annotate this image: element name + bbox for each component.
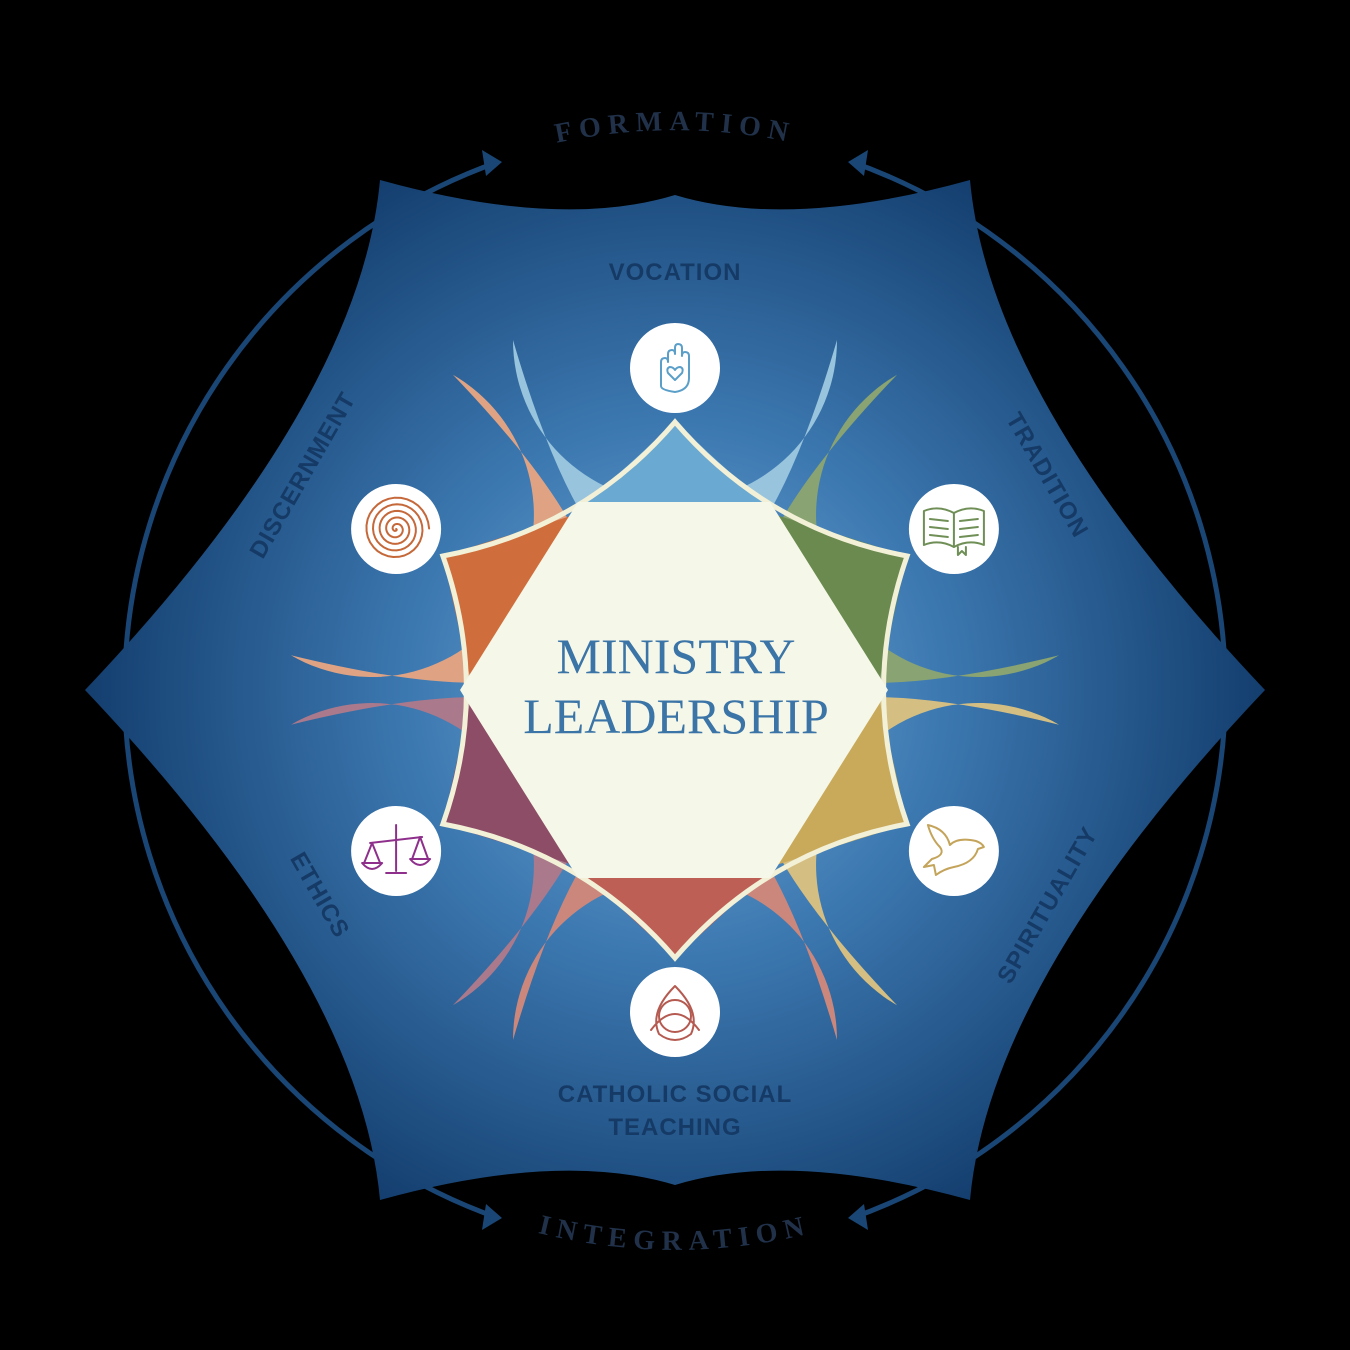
ring-arrowheads — [482, 150, 868, 1230]
center-hexagon — [460, 502, 888, 878]
hand-heart-icon — [630, 323, 720, 413]
center-title-line1: MINISTRY — [557, 628, 796, 684]
trinity-knot-icon — [630, 967, 720, 1057]
ring-label-integration: INTEGRATION — [536, 1209, 814, 1256]
triangle-spirituality — [776, 690, 908, 865]
star-outline — [439, 418, 911, 962]
spiral-icon — [351, 484, 442, 574]
triangle-tradition — [776, 515, 908, 690]
ring-label-formation: FORMATION — [552, 106, 798, 150]
arrow-bottom-right — [848, 1204, 868, 1230]
open-book-icon — [908, 484, 999, 574]
arrow-bottom-left — [482, 1204, 502, 1230]
triangle-ethics — [442, 690, 574, 865]
scales-icon — [351, 806, 442, 896]
triangle-catholic-social-teaching — [574, 865, 777, 958]
petal-label-vocation: VOCATION — [609, 259, 742, 286]
center-title-line2: LEADERSHIP — [523, 688, 829, 744]
arrow-top-left — [482, 150, 502, 176]
dove-icon — [908, 806, 999, 896]
triangle-discernment — [442, 515, 574, 690]
triangle-vocation — [574, 422, 777, 515]
arrow-top-right — [848, 150, 868, 176]
